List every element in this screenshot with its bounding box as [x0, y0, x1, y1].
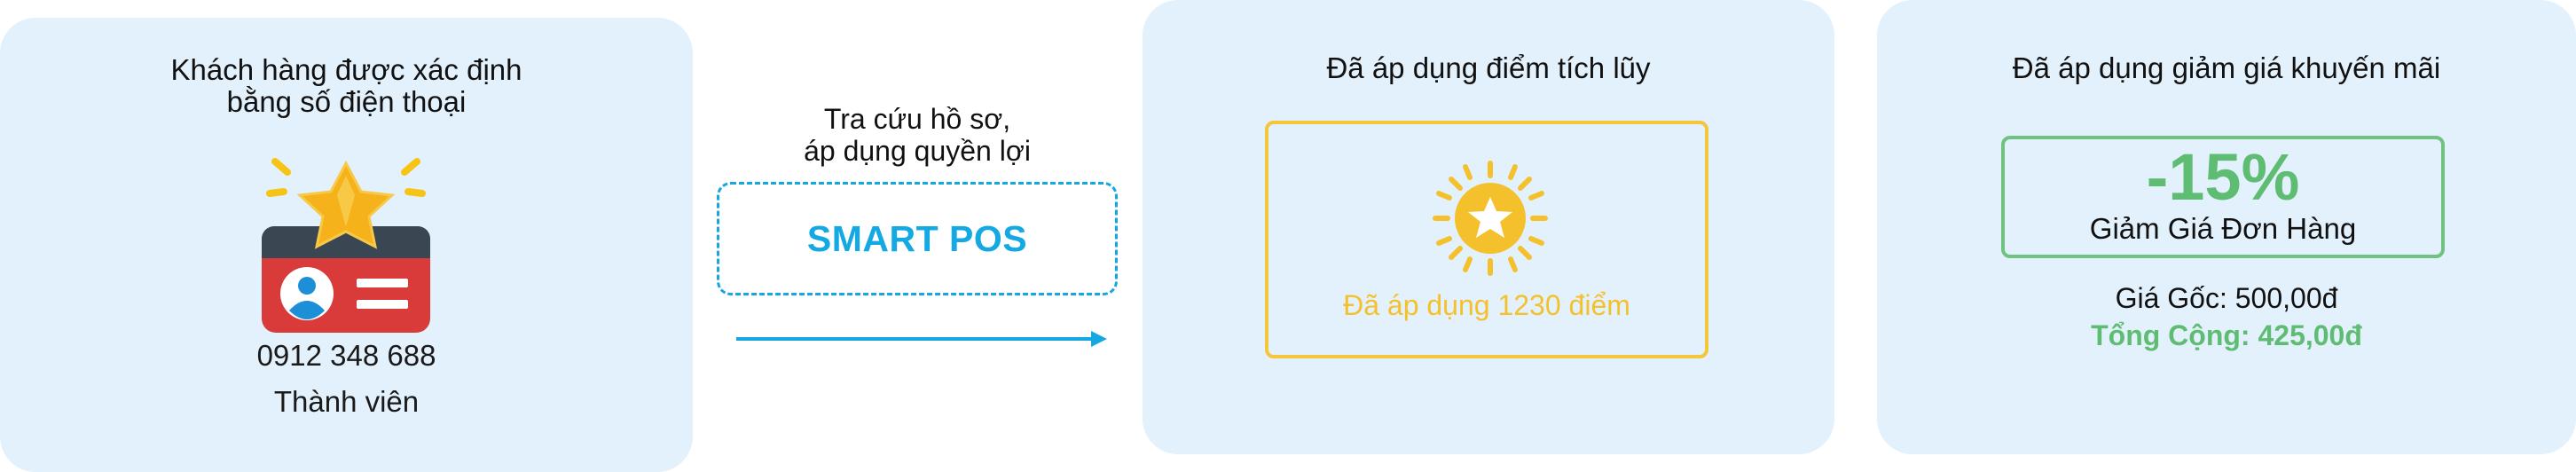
customer-phone: 0912 348 688 [256, 339, 436, 372]
customer-membership: Thành viên [273, 385, 420, 418]
arrow-right-icon [736, 331, 1107, 347]
lookup-caption: Tra cứu hồ sơ, áp dụng quyền lợi [715, 103, 1119, 167]
points-title: Đã áp dụng điểm tích lũy [1326, 51, 1651, 84]
customer-card: Khách hàng được xác định bằng số điện th… [0, 18, 693, 472]
smart-pos-box: SMART POS [717, 182, 1118, 295]
customer-title-line1: Khách hàng được xác định [170, 53, 522, 86]
lookup-caption-line2: áp dụng quyền lợi [804, 135, 1031, 167]
lookup-caption-line1: Tra cứu hồ sơ, [823, 103, 1011, 135]
points-applied-text: Đã áp dụng 1230 điểm [1343, 289, 1630, 321]
discount-percent: -15% [2146, 140, 2300, 214]
member-card-icon [262, 158, 430, 333]
discount-box: -15% Giảm Giá Đơn Hàng [2001, 136, 2445, 258]
discount-card: Đã áp dụng giảm giá khuyến mãi -15% Giảm… [1877, 0, 2576, 454]
points-card: Đã áp dụng điểm tích lũy [1143, 0, 1834, 454]
smart-pos-label: SMART POS [806, 217, 1028, 259]
original-price: Giá Gốc: 500,00đ [2115, 282, 2338, 314]
total-price: Tổng Cộng: 425,00đ [2091, 319, 2362, 351]
points-box: Đã áp dụng 1230 điểm [1265, 121, 1708, 358]
discount-title: Đã áp dụng giảm giá khuyến mãi [2012, 51, 2441, 84]
discount-label: Giảm Giá Đơn Hàng [2089, 212, 2357, 245]
customer-title-line2: bằng số điện thoại [226, 85, 467, 118]
sun-star-icon [1433, 161, 1548, 276]
